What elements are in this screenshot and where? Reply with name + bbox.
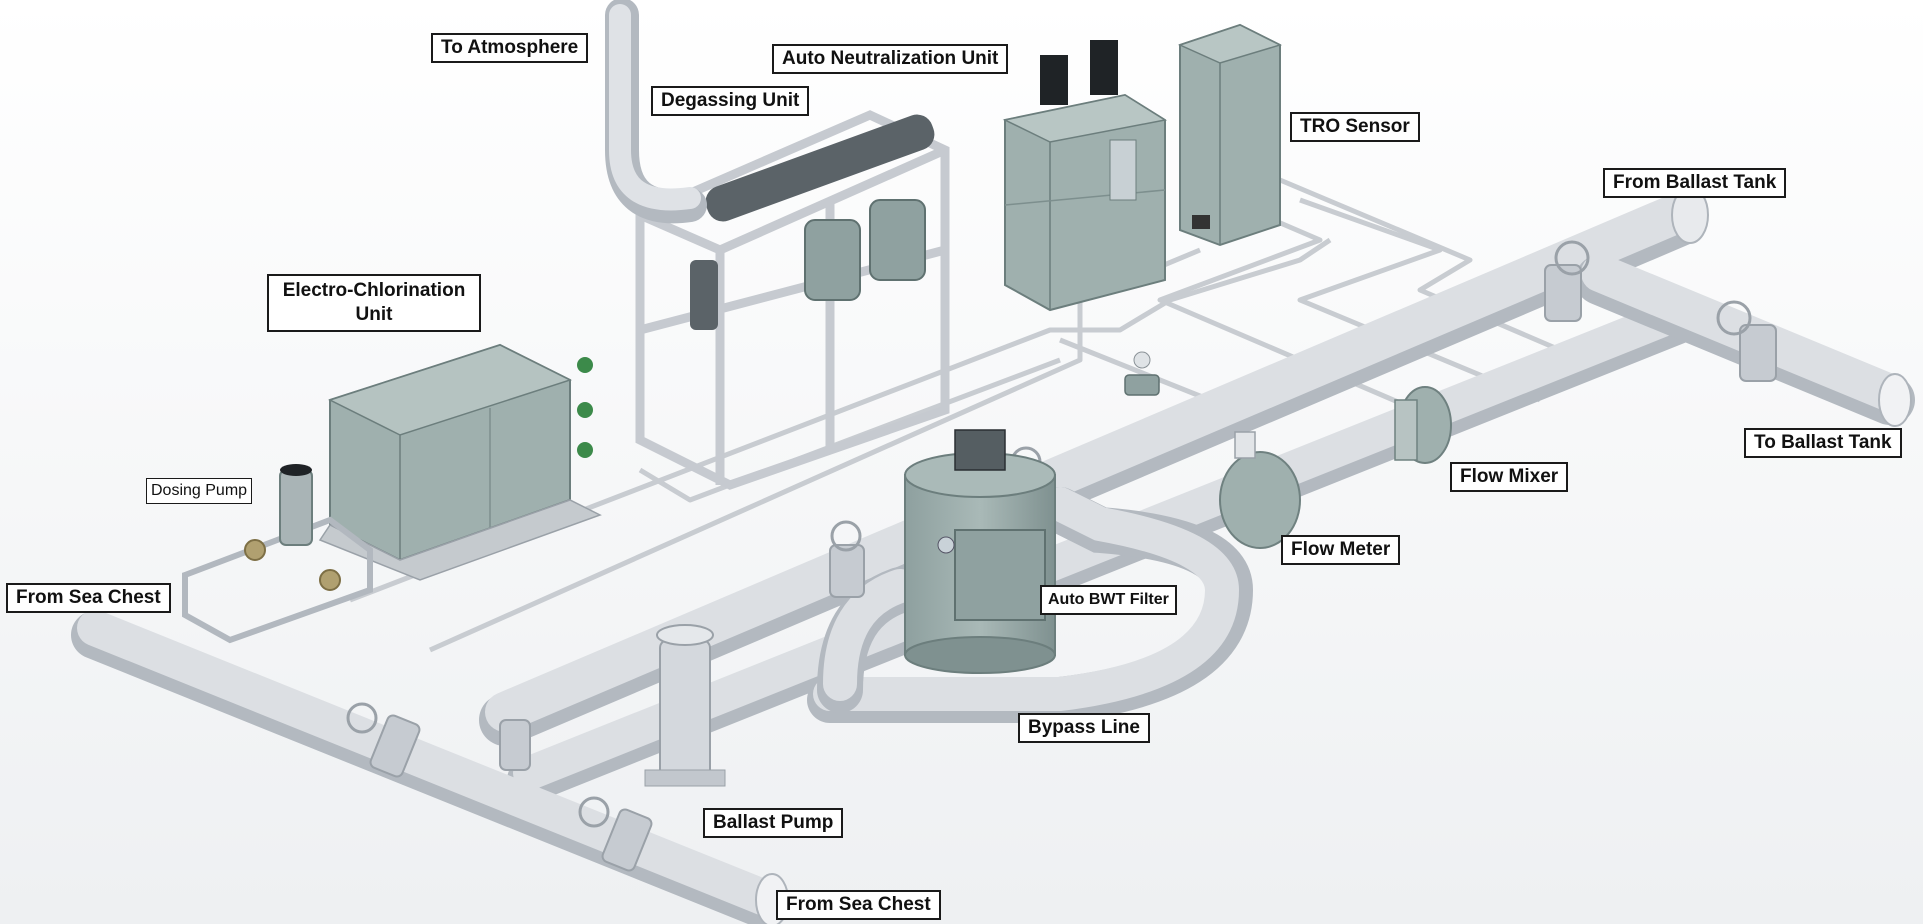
degassing-unit-label: Degassing Unit <box>651 86 810 116</box>
bypass-loop <box>807 487 1254 723</box>
atmosphere-vent <box>605 0 707 224</box>
inline-sensor <box>1124 351 1160 396</box>
dosing-pump-label: Dosing Pump <box>146 478 253 504</box>
flow-meter-label: Flow Meter <box>1281 535 1401 565</box>
flow-mixer-label: Flow Mixer <box>1450 462 1569 492</box>
flow-meter <box>1219 431 1301 549</box>
flow-mixer <box>1394 386 1452 464</box>
auto-neutralization-unit <box>1002 40 1168 312</box>
from-sea-chest-bottom-label: From Sea Chest <box>776 890 941 920</box>
ballast-pump-label: Ballast Pump <box>703 808 844 838</box>
auto-bwt-filter <box>904 429 1056 674</box>
tro-sensor-cabinet <box>1177 23 1283 247</box>
auto-neutralization-unit-label: Auto Neutralization Unit <box>772 44 1009 74</box>
from-sea-chest-left-label: From Sea Chest <box>6 583 171 613</box>
bypass-line-label: Bypass Line <box>1018 713 1150 743</box>
tro-sensor-label: TRO Sensor <box>1290 112 1420 142</box>
degassing-unit <box>635 110 950 490</box>
electro-chlorination-unit-label: Electro-Chlorination Unit <box>267 274 481 332</box>
from-ballast-tank-label: From Ballast Tank <box>1603 168 1787 198</box>
electro-chlorination-unit <box>318 343 602 581</box>
to-atmosphere-label: To Atmosphere <box>431 33 589 63</box>
sea-chest-suction-pipe <box>71 610 789 924</box>
to-ballast-tank-label: To Ballast Tank <box>1744 428 1902 458</box>
auto-bwt-filter-label: Auto BWT Filter <box>1040 585 1177 615</box>
ballast-pump <box>644 624 726 787</box>
dosing-pump-skid <box>182 464 373 644</box>
